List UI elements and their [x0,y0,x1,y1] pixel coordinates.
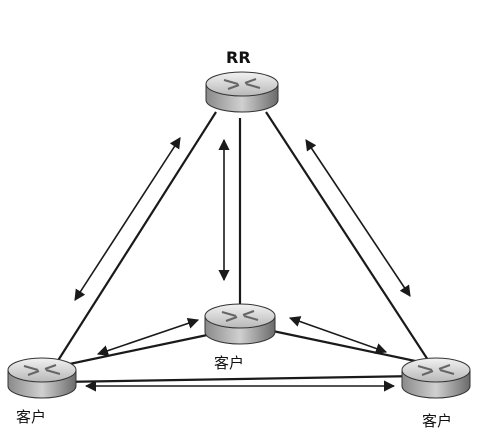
link-client1-client2 [59,332,213,368]
route-reflector-label: RR [226,48,251,67]
router-client1 [7,357,77,399]
link-client2-client3 [267,328,421,364]
router-rr [205,71,279,113]
link-rr-client3 [265,111,429,361]
router-icon [7,357,77,399]
router-icon [205,71,279,113]
router-icon [401,357,471,399]
link-client1-client3 [59,374,421,384]
arrow-rr-client1 [74,137,181,301]
client-label-left: 客户 [16,408,47,426]
client-label-center: 客户 [214,354,245,372]
link-rr-client1 [51,111,217,371]
arrow-client1-client2 [96,317,200,357]
arrow-rr-client3 [305,139,411,297]
arrow-client2-client3 [288,316,388,354]
client-label-right: 客户 [422,412,453,430]
router-client3 [401,357,471,399]
router-client2 [204,303,276,345]
router-icon [204,303,276,345]
